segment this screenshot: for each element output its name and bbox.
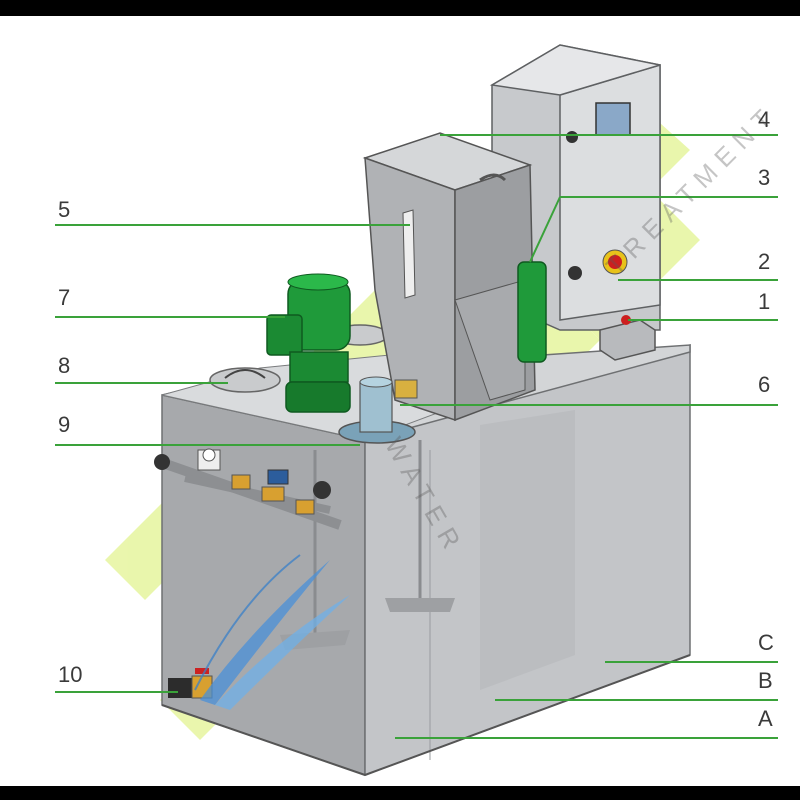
callout-label-C: C bbox=[758, 630, 774, 655]
callout-label-9: 9 bbox=[58, 412, 71, 437]
leader-3 bbox=[529, 196, 561, 263]
valve-icon bbox=[154, 448, 342, 530]
inlet-funnel bbox=[338, 376, 418, 444]
water-splash-watermark bbox=[194, 554, 350, 710]
callout-label-6: 6 bbox=[758, 372, 771, 397]
motor-icon bbox=[266, 273, 351, 413]
callout-label-B: B bbox=[758, 668, 773, 693]
emergency-stop-icon bbox=[602, 249, 628, 275]
bottom-black-bar bbox=[0, 786, 800, 800]
callout-label-2: 2 bbox=[758, 249, 771, 274]
callout-label-3: 3 bbox=[758, 165, 771, 190]
callout-label-4: 4 bbox=[758, 107, 771, 132]
callout-label-7: 7 bbox=[58, 285, 71, 310]
leader-lines bbox=[55, 134, 778, 739]
callout-label-8: 8 bbox=[58, 353, 71, 378]
callout-label-10: 10 bbox=[58, 662, 83, 687]
funnel-icon bbox=[362, 132, 536, 422]
callout-label-5: 5 bbox=[58, 197, 71, 222]
dosing-pump bbox=[517, 261, 547, 363]
callout-label-A: A bbox=[758, 706, 773, 731]
callout-label-1: 1 bbox=[758, 289, 771, 314]
top-black-bar bbox=[0, 0, 800, 16]
